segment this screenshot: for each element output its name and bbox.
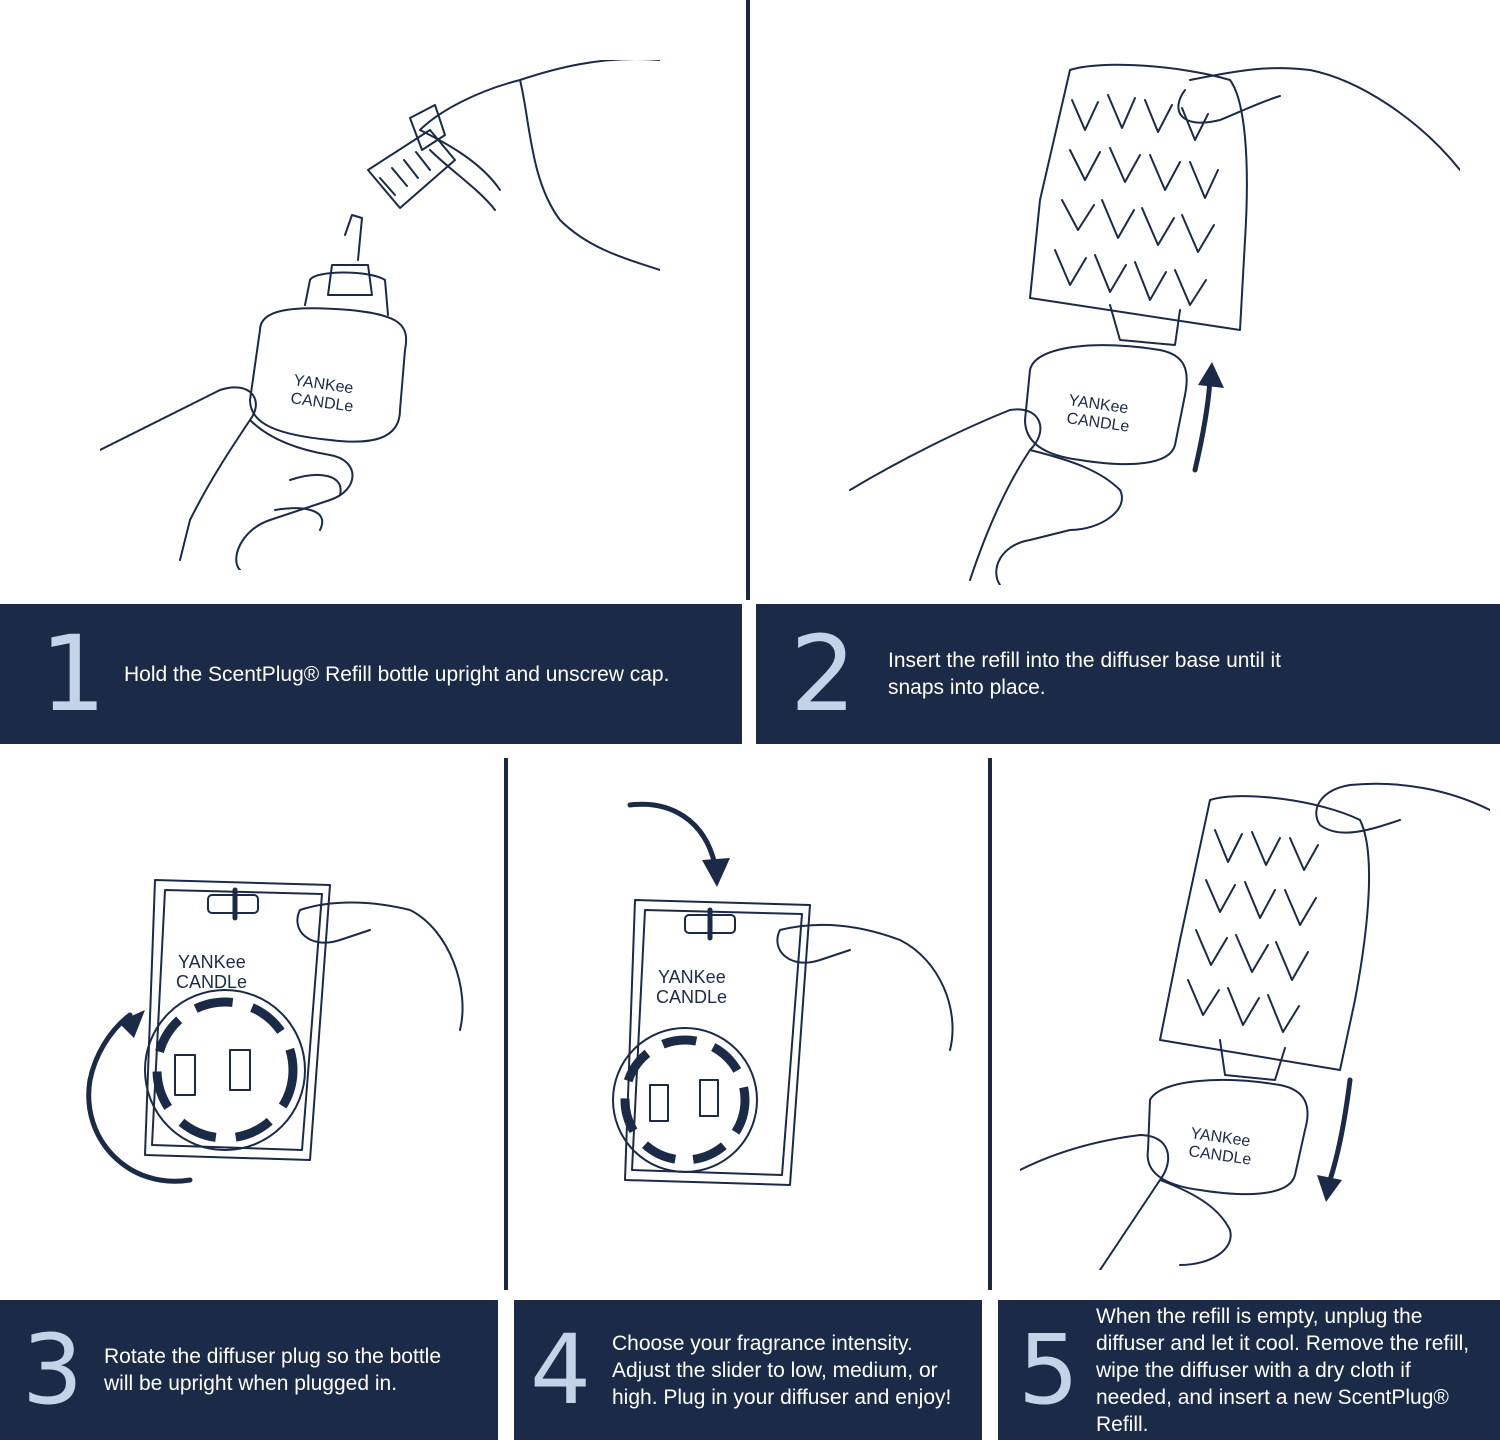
illustration-step-1: YANKee CANDLe [100, 60, 660, 570]
plug-logo-line2-b: CANDLe [656, 987, 727, 1007]
plug-logo-line1-a: YANKee [178, 952, 246, 972]
divider-top [746, 0, 750, 600]
illustration-step-5: YANKee CANDLe [1020, 770, 1490, 1270]
step-5-text: When the refill is empty, unplug the dif… [1096, 1304, 1470, 1436]
plug-logo-line1-b: YANKee [658, 967, 726, 987]
step-2-number: 2 [790, 613, 857, 735]
step-5-number: 5 [1018, 1314, 1080, 1426]
illustration-step-2: YANKee CANDLe [840, 40, 1460, 585]
step-4-text: Choose your fragrance intensity. Adjust … [612, 1331, 952, 1409]
step-3-number: 3 [22, 1314, 84, 1426]
divider-bottom-left [504, 758, 508, 1290]
step-5-band: 5 When the refill is empty, unplug the d… [998, 1300, 1500, 1440]
illustration-step-3: YANKee CANDLe [70, 870, 470, 1190]
step-2-band: 2 Insert the refill into the diffuser ba… [756, 604, 1500, 744]
step-3-text: Rotate the diffuser plug so the bottle w… [104, 1345, 442, 1395]
step-1-text: Hold the ScentPlug® Refill bottle uprigh… [124, 662, 670, 686]
illustration-step-4: YANKee CANDLe [600, 790, 970, 1210]
plug-logo-line2-a: CANDLe [176, 972, 247, 992]
divider-bottom-right [988, 758, 992, 1290]
step-1-number: 1 [40, 613, 107, 735]
step-4-number: 4 [530, 1314, 592, 1426]
step-4-band: 4 Choose your fragrance intensity. Adjus… [514, 1300, 982, 1440]
step-3-band: 3 Rotate the diffuser plug so the bottle… [0, 1300, 498, 1440]
step-1-band: 1 Hold the ScentPlug® Refill bottle upri… [0, 604, 742, 744]
step-2-text: Insert the refill into the diffuser base… [888, 649, 1281, 699]
